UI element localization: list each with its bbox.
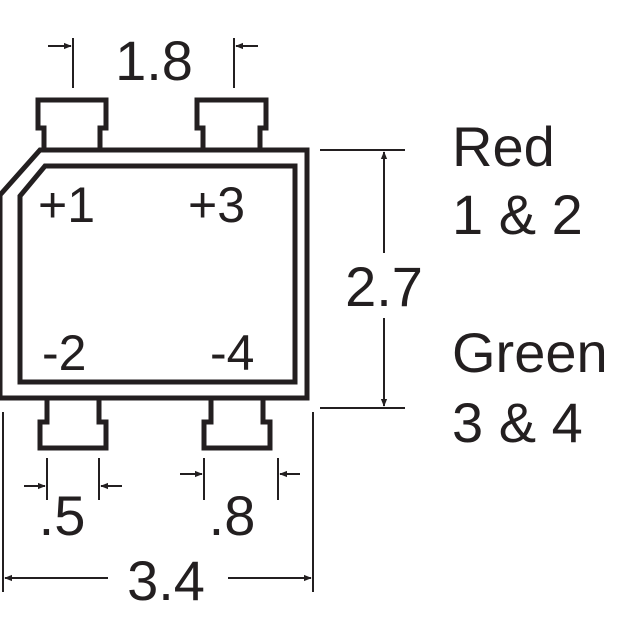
- dim-top-pin-pitch: 1.8: [115, 29, 193, 92]
- top-pin-right: [194, 97, 269, 153]
- pin-label-4: -4: [210, 325, 254, 381]
- dim-pin-width: .5: [39, 484, 86, 547]
- bottom-pin-right: [201, 395, 273, 451]
- pin-label-2: -2: [42, 325, 86, 381]
- legend-red-label: Red: [452, 115, 555, 178]
- pin-label-1: +1: [38, 177, 95, 233]
- package-inner-outline: [17, 163, 298, 385]
- dim-bottom-offset: .8: [209, 484, 256, 547]
- dim-overall-width: 3.4: [127, 549, 205, 612]
- legend-green-pins: 3 & 4: [452, 391, 583, 454]
- dim-right-height: 2.7: [345, 255, 423, 318]
- bottom-pin-left: [37, 395, 109, 451]
- top-pin-left: [35, 97, 109, 153]
- legend-green-label: Green: [452, 321, 608, 384]
- pin-label-3: +3: [188, 177, 245, 233]
- legend-red-pins: 1 & 2: [452, 183, 583, 246]
